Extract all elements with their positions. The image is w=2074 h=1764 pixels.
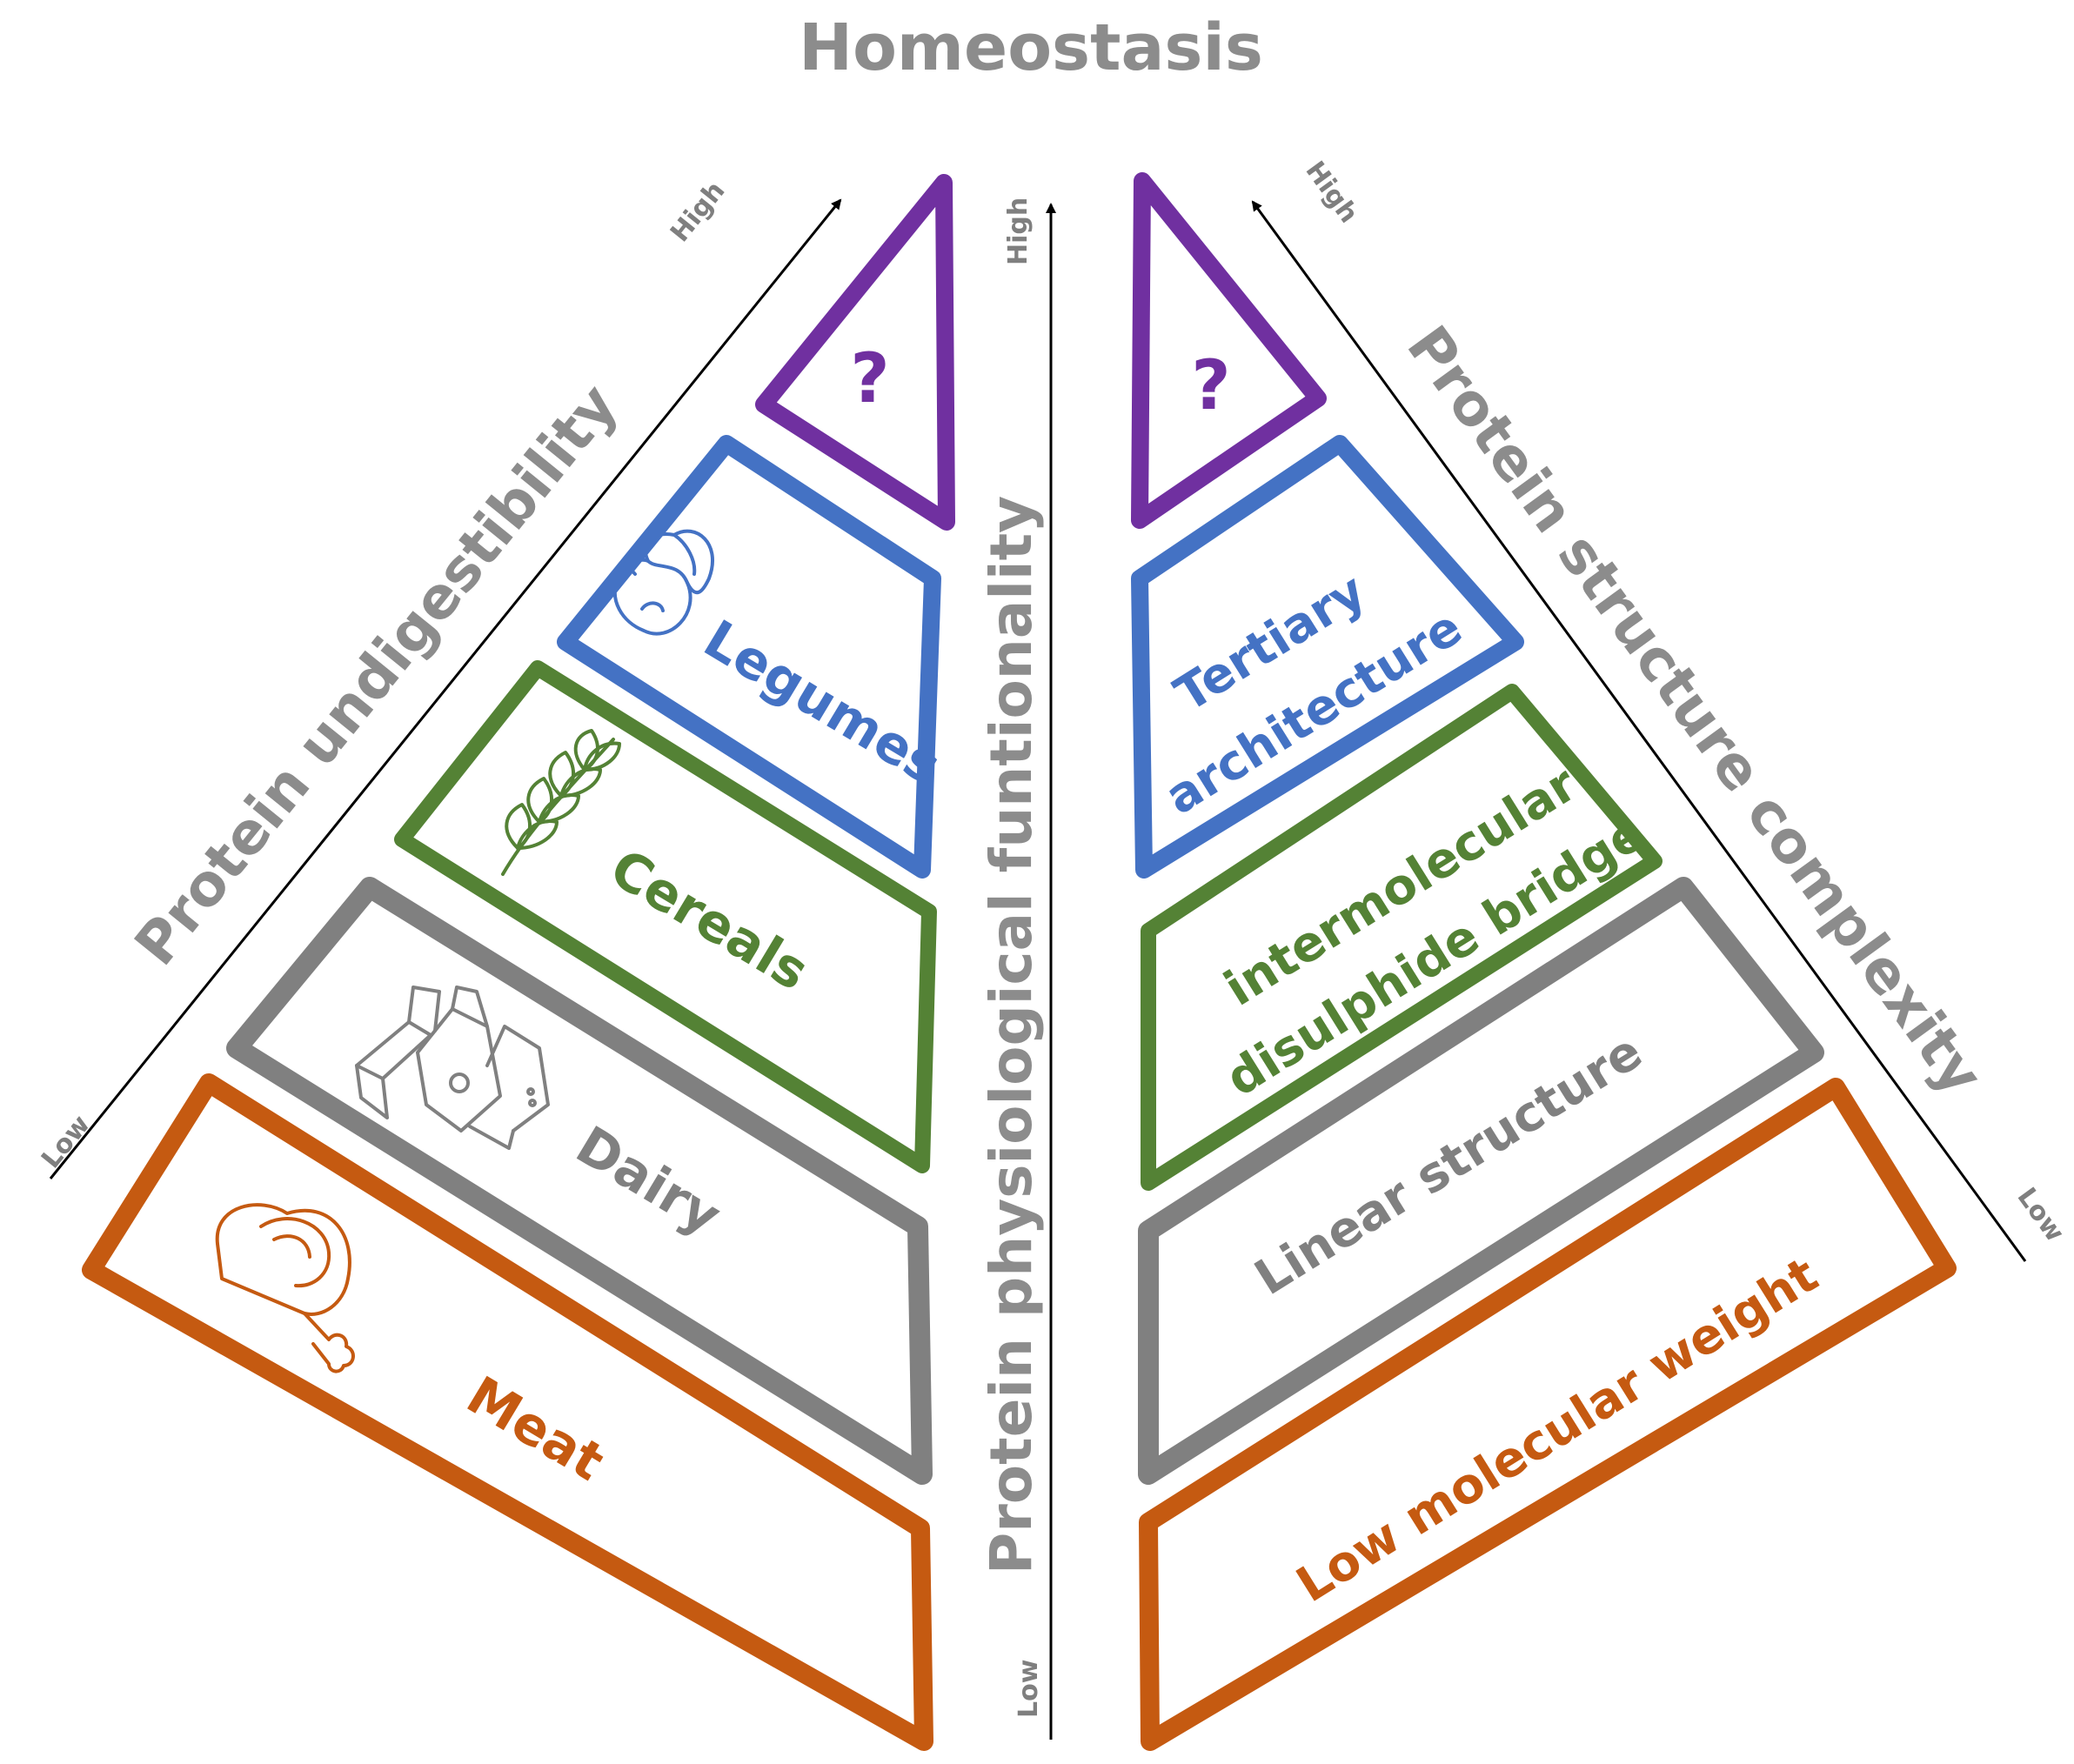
meat-drumstick-icon (215, 1203, 355, 1373)
center-axis-high-label: High (1003, 197, 1034, 265)
beans-icon (612, 529, 715, 636)
right-tier-top (1131, 172, 1327, 529)
center-axis-low-label: Low (1014, 1660, 1044, 1718)
left-tier-legumes-label: Legumes (693, 609, 951, 797)
right-tier-disulphide-bridge (1141, 684, 1663, 1191)
left-tier-meat-label: Meat (457, 1365, 614, 1493)
center-axis-title: Protein physiological funtionality (978, 496, 1045, 1574)
left-tier-top-label: ? (850, 340, 889, 418)
right-axis-low-label: Low (2011, 1182, 2071, 1247)
dairy-cartons-icon (355, 986, 550, 1150)
left-axis-arrow (49, 198, 842, 1179)
right-tier-low-molecular-weight-label: Low molecular weight (1287, 1246, 1827, 1614)
right-tier-tertiary-architecture (1131, 435, 1524, 879)
right-tier-top-label: ? (1191, 347, 1230, 425)
right-axis-high-label: High (1300, 156, 1364, 229)
left-axis-high-label: High (665, 176, 731, 248)
wheat-icon (501, 729, 621, 876)
left-tier-top (755, 174, 955, 531)
left-tier-cereals (394, 660, 937, 1173)
diagram-title: Homeostasis (799, 10, 1263, 85)
right-tier-low-molecular-weight (1139, 1078, 1957, 1751)
right-axis-arrow (1251, 200, 2027, 1262)
left-axis-low-label: Low (36, 1110, 97, 1174)
left-tier-dairy (226, 877, 933, 1485)
left-tier-dairy-label: Dairy (565, 1115, 731, 1247)
left-tier-meat (82, 1073, 933, 1751)
right-tier-linear-structure (1138, 877, 1824, 1485)
